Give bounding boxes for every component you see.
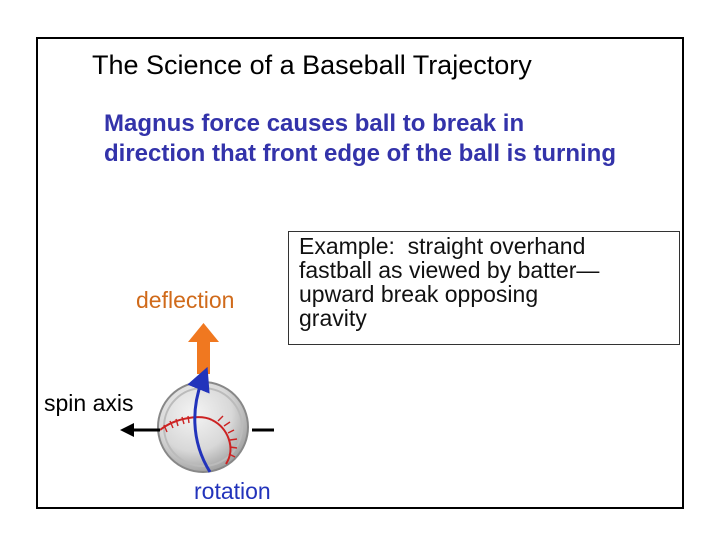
deflection-arrow-icon: [188, 323, 219, 374]
slide-title: The Science of a Baseball Trajectory: [92, 50, 532, 80]
deflection-label: deflection: [136, 287, 235, 313]
example-line-4: gravity: [299, 305, 367, 331]
slide-frame: [36, 37, 684, 509]
rotation-label: rotation: [194, 478, 271, 504]
example-line-3: upward break opposing: [299, 281, 539, 307]
example-line-1: Example: straight overhand: [299, 233, 586, 259]
spin-axis-arrow-icon: [120, 423, 274, 437]
slide-subtitle: Magnus force causes ball to break in dir…: [104, 110, 616, 167]
example-callout: Example: straight overhand fastball as v…: [288, 231, 680, 345]
example-line-2: fastball as viewed by batter—: [299, 257, 600, 283]
spin-axis-label: spin axis: [44, 390, 134, 416]
rotation-arrow-icon: [187, 366, 212, 473]
